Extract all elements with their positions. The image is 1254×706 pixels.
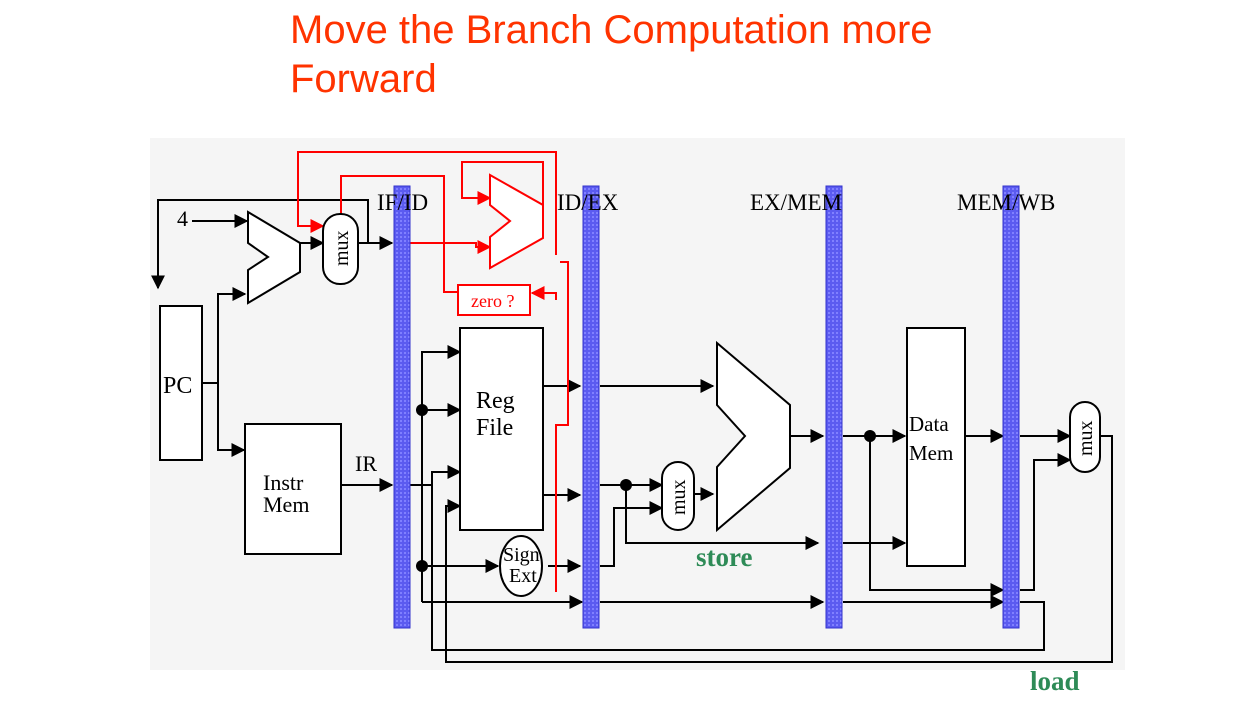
slide-title-line2: Forward — [290, 57, 437, 101]
instruction-memory — [244, 423, 342, 555]
slide-title: Move the Branch Computation more Forward — [290, 6, 1090, 104]
sign-ext-label-line1: Sign — [503, 544, 540, 566]
pc-register — [159, 305, 203, 461]
datapath-wires — [151, 199, 1113, 663]
alu-input-mux — [661, 461, 695, 531]
label-idex: ID/EX — [557, 190, 619, 215]
label-exmem: EX/MEM — [750, 190, 842, 215]
alu-mux-label: mux — [668, 479, 690, 515]
sign-extend-unit — [499, 535, 543, 597]
data-mem-label-line1: Data — [909, 412, 949, 436]
instr-mem-label-line2: Mem — [263, 492, 309, 517]
zero-test-unit — [457, 284, 531, 316]
writeback-mux — [1069, 401, 1101, 473]
pipeline-register-ifid — [393, 185, 411, 629]
if-mux — [322, 213, 359, 285]
load-label: load — [1030, 666, 1080, 696]
wire-junctions — [416, 404, 876, 572]
instr-mem-label-line1: Instr — [263, 470, 304, 495]
pipeline-register-memwb — [1002, 185, 1020, 629]
label-ifid: IF/ID — [377, 190, 428, 215]
register-file — [459, 327, 544, 531]
reg-file-label-line2: File — [476, 415, 513, 441]
reg-file-label-line1: Reg — [476, 388, 515, 414]
wb-mux-label: mux — [1075, 420, 1097, 456]
slide-title-line1: Move the Branch Computation more — [290, 8, 933, 52]
pipeline-register-idex — [582, 185, 600, 629]
data-mem-label-line2: Mem — [909, 441, 953, 465]
store-label: store — [696, 542, 752, 572]
pc-adder — [247, 210, 301, 305]
constant-four-label: 4 — [177, 206, 188, 231]
branch-target-adder — [489, 173, 544, 270]
branch-path-wires — [297, 151, 569, 592]
if-mux-label: mux — [331, 230, 353, 266]
pipeline-register-exmem — [825, 185, 843, 629]
label-memwb: MEM/WB — [957, 190, 1055, 215]
sign-ext-label-line2: Ext — [509, 565, 537, 587]
alu — [716, 340, 791, 533]
zero-test-label: zero ? — [471, 291, 514, 311]
pc-label: PC — [163, 373, 192, 399]
ir-label: IR — [355, 451, 377, 476]
data-memory — [906, 327, 966, 567]
